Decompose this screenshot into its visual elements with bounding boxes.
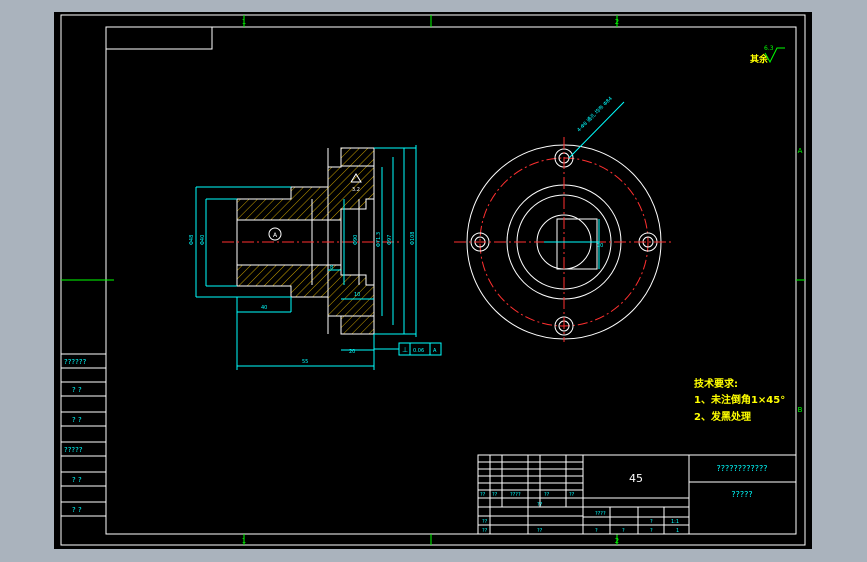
zone-label: 1: [242, 18, 246, 26]
roughness-note: 其余: [750, 53, 769, 65]
zone-label: 2: [615, 18, 619, 26]
material: 45: [629, 472, 643, 485]
section-roughness: 3.2: [352, 187, 360, 193]
roughness-value: 6.3: [764, 45, 774, 52]
tb-cell: ??: [482, 528, 488, 534]
tb-cell: ?: [595, 528, 598, 534]
tb-cell: ?: [622, 528, 625, 534]
zone-label: 2: [615, 537, 619, 545]
dim-text: Φ108: [410, 232, 416, 245]
dim-text: A: [433, 348, 437, 354]
left-label: ? ?: [72, 386, 82, 394]
left-label: ? ?: [72, 476, 82, 484]
dim-text: Φ40: [200, 235, 206, 245]
dim-text: 8: [330, 265, 333, 271]
left-label: ? ?: [72, 506, 82, 514]
title-block: [477, 454, 797, 535]
perpendicular-icon: ⊥: [402, 346, 408, 354]
dim-text: 40: [261, 305, 267, 311]
tb-cell: ????: [595, 511, 606, 517]
tb-cell: ??: [537, 502, 543, 508]
tb-cell: ????: [510, 492, 521, 498]
tb-cell: ??: [544, 492, 550, 498]
front-view: 10 4-Φ8 通孔 均布 Φ84: [454, 95, 674, 342]
tb-cell: ??: [480, 492, 486, 498]
dim-text: 55: [302, 359, 308, 365]
dim-text: Φ48: [189, 235, 195, 245]
outer-frame: [60, 14, 806, 546]
dim-text: Φ97: [387, 235, 393, 245]
tb-cell: 1: [676, 528, 679, 534]
company: ????????????: [717, 464, 768, 473]
section-view: A 3.2: [189, 145, 442, 370]
inner-frame: [105, 26, 797, 535]
left-label-boxes: [60, 353, 107, 517]
dim-text: Φ90: [353, 235, 359, 245]
tb-cell: ??: [482, 519, 488, 525]
tb-cell: ??: [492, 492, 498, 498]
left-label: ? ?: [72, 416, 82, 424]
tech-title: 技术要求:: [694, 377, 738, 390]
tech-line: 1、未注倒角1×45°: [694, 393, 785, 406]
zone-label: B: [798, 406, 803, 414]
zone-label: 1: [242, 537, 246, 545]
cad-drawing: 1 2 1 2 A B 其余 6.3 ?????? ? ? ? ? ????? …: [60, 14, 806, 546]
left-label: ??????: [64, 358, 87, 366]
top-box: [106, 27, 213, 50]
tb-cell: ?: [650, 519, 653, 525]
hole-note: 4-Φ8 通孔 均布 Φ84: [575, 95, 613, 133]
drawing-viewport[interactable]: 1 2 1 2 A B 其余 6.3 ?????? ? ? ? ? ????? …: [54, 12, 812, 549]
tb-cell: ??: [537, 528, 543, 534]
datum-label: A: [273, 232, 278, 239]
slot-dim: 10: [597, 243, 603, 249]
tech-line: 2、发黑处理: [694, 410, 751, 423]
dim-text: 20: [349, 349, 355, 355]
roughness-icon: [764, 47, 785, 64]
tb-cell: 1:1: [671, 519, 679, 525]
dim-text: 0.06: [413, 348, 424, 354]
dim-text: 10: [354, 292, 360, 298]
zone-label: A: [798, 147, 803, 155]
tb-cell: ??: [569, 492, 575, 498]
left-label: ?????: [64, 446, 83, 454]
part-name: ?????: [731, 490, 752, 499]
tb-cell: ?: [650, 528, 653, 534]
dim-text: Φ71.3: [376, 232, 382, 247]
